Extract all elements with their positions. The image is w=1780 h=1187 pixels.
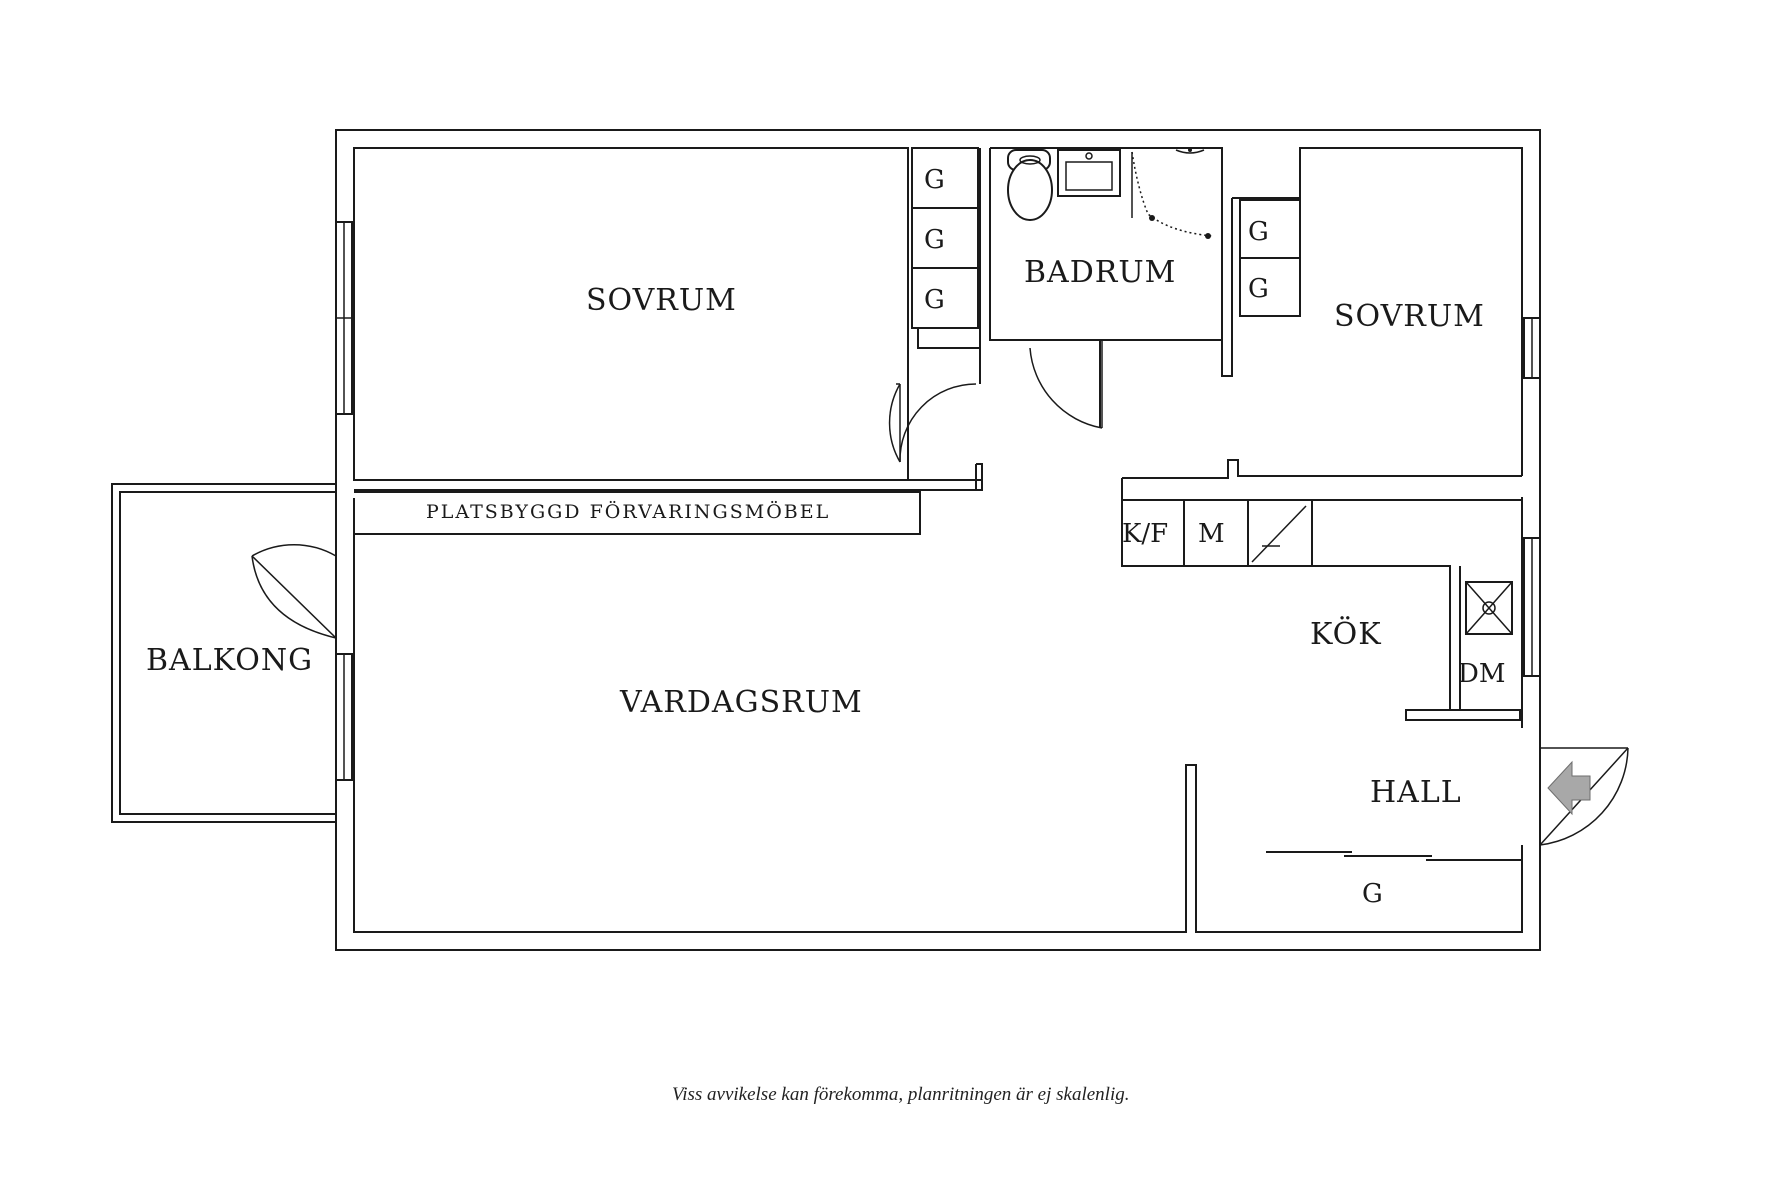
wardrobe-label-3: G — [924, 285, 945, 315]
room-label-balkong: BALKONG — [146, 643, 313, 678]
kitchen-appliances — [1121, 499, 1513, 635]
room-label-sovrum-right: SOVRUM — [1334, 299, 1485, 334]
appliance-label-dm: DM — [1458, 659, 1505, 689]
wardrobes-right — [1239, 199, 1301, 317]
disclaimer-text: Viss avvikelse kan förekomma, planritnin… — [672, 1084, 1129, 1105]
room-label-platsbyggd: PLATSBYGGD FÖRVARINGSMÖBEL — [426, 500, 830, 523]
room-label-hall: HALL — [1370, 775, 1462, 810]
wardrobe-label-2: G — [924, 225, 945, 255]
windows — [335, 221, 1541, 781]
hall-wardrobe-doors — [1266, 851, 1522, 861]
wardrobe-label-4: G — [1248, 217, 1269, 247]
appliance-label-kf: K/F — [1122, 519, 1168, 549]
balcony-outline — [111, 483, 337, 823]
doors — [251, 340, 1629, 846]
built-in-storage — [354, 491, 921, 535]
bathroom-fixtures — [1007, 148, 1213, 239]
room-label-vardagsrum: VARDAGSRUM — [619, 685, 863, 720]
entrance-arrow-icon — [1547, 760, 1591, 816]
wardrobe-label-hall: G — [1362, 879, 1383, 909]
bathroom-walls — [989, 147, 1523, 476]
wardrobe-label-1: G — [924, 165, 945, 195]
room-label-badrum: BADRUM — [1024, 255, 1176, 290]
wardrobe-label-5: G — [1248, 274, 1269, 304]
room-label-kok: KÖK — [1310, 616, 1382, 652]
appliance-label-m: M — [1198, 519, 1225, 549]
wardrobes-left — [911, 147, 979, 329]
room-label-sovrum-left: SOVRUM — [586, 283, 737, 318]
bedroom-left-walls — [354, 148, 983, 491]
